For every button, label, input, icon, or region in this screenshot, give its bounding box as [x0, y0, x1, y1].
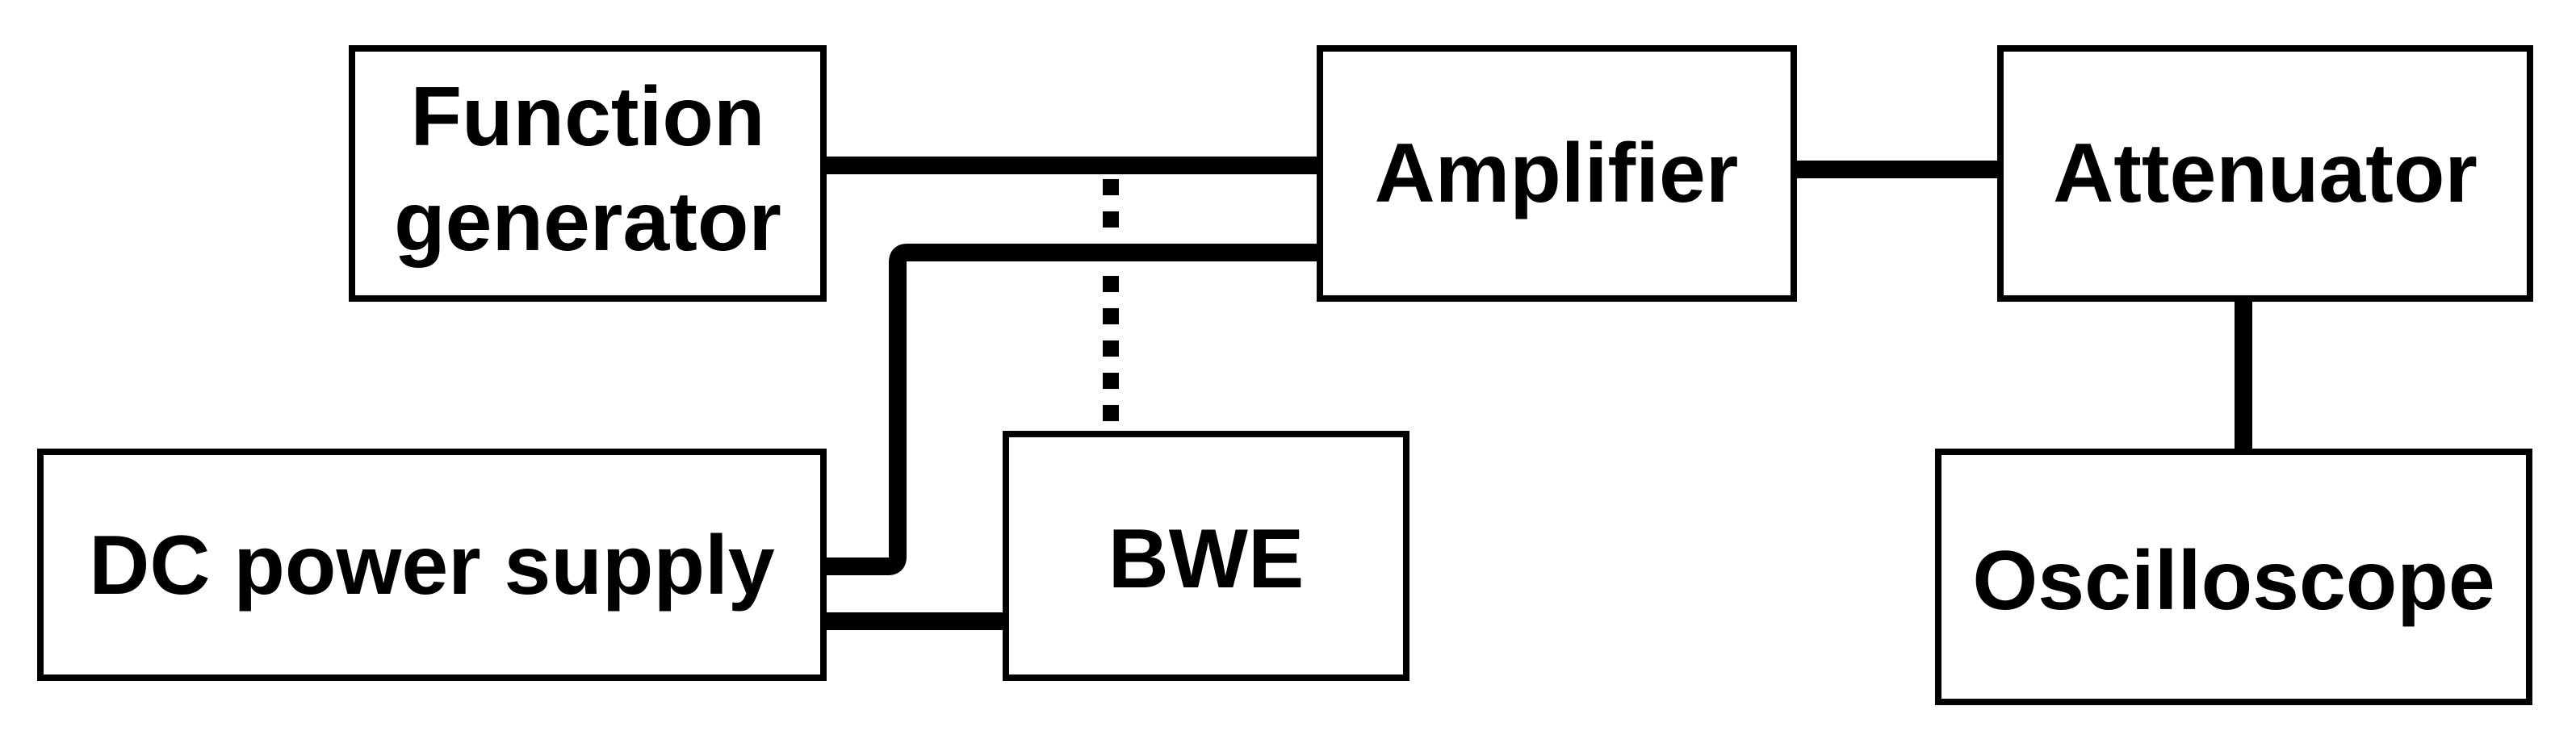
amplifier-label: Amplifier	[1375, 127, 1739, 220]
wire-dc-power-supply-to-amplifier	[823, 244, 1320, 575]
function-generator-block: Function generator	[349, 45, 827, 302]
amplifier-block: Amplifier	[1317, 45, 1797, 302]
amplifier-box	[1317, 45, 1797, 302]
bwe-box	[1003, 431, 1409, 681]
attenuator-block: Attenuator	[1997, 45, 2533, 302]
attenuator-box	[1997, 45, 2533, 302]
bwe-label: BWE	[1108, 512, 1305, 606]
oscilloscope-box	[1935, 449, 2532, 705]
function-generator-label-line1: Function	[410, 70, 764, 164]
function-generator-label-line2: generator	[394, 175, 781, 269]
attenuator-label: Attenuator	[2053, 127, 2478, 220]
function-generator-box	[349, 45, 827, 302]
dc-power-supply-block: DC power supply	[37, 449, 827, 681]
bwe-block: BWE	[1003, 431, 1409, 681]
oscilloscope-label: Oscilloscope	[1972, 534, 2494, 628]
dc-power-supply-box	[37, 449, 827, 681]
oscilloscope-block: Oscilloscope	[1935, 449, 2532, 705]
dc-power-supply-label: DC power supply	[89, 519, 775, 612]
